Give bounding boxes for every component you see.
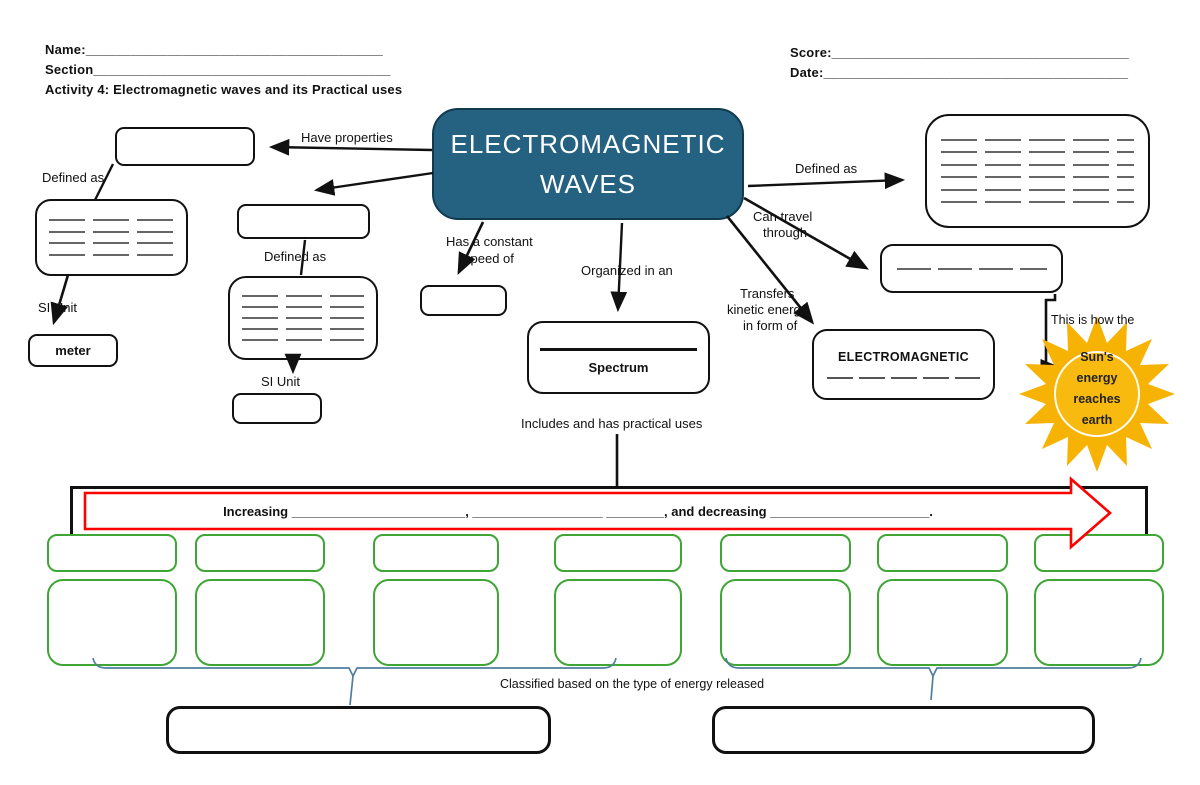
label-defined-as-mid: Defined as: [264, 249, 327, 264]
answer-box-property-2[interactable]: [237, 204, 370, 239]
label-defined-as-right: Defined as: [795, 161, 858, 176]
arrow-defined-as-right: [747, 172, 906, 190]
name-line: Name:___________________________________…: [45, 42, 383, 57]
si-unit-meter-box: meter: [28, 334, 118, 367]
spectrum-box[interactable]: Spectrum: [527, 321, 710, 394]
label-defined-as-left: Defined as: [42, 170, 105, 185]
electromagnetic-energy-label: ELECTROMAGNETIC: [838, 350, 969, 364]
em-wave-type-box-4[interactable]: [554, 534, 682, 572]
sun-caption: Sun's energy reaches earth: [1052, 347, 1142, 431]
si-unit-answer-box[interactable]: [232, 393, 322, 424]
definition-box-left[interactable]: [35, 199, 188, 276]
sun-caption-line1: Sun's: [1080, 350, 1114, 364]
em-wave-type-box-3[interactable]: [373, 534, 499, 572]
label-includes: Includes and has practical uses: [521, 416, 703, 431]
label-transfers-2: kinetic energy: [727, 302, 808, 317]
label-this-is-how: This is how the: [1051, 313, 1135, 327]
arrow-have-properties: [268, 138, 433, 156]
label-transfers-3: in form of: [743, 318, 798, 333]
em-wave-type-box-2[interactable]: [195, 534, 325, 572]
label-can-travel-2: through: [763, 225, 808, 240]
label-classified: Classified based on the type of energy r…: [500, 677, 765, 691]
arrow-to-property-2: [313, 171, 434, 196]
definition-box-middle[interactable]: [228, 276, 378, 360]
em-wave-use-box-2[interactable]: [195, 579, 325, 666]
electromagnetic-energy-blank-line: [827, 377, 980, 379]
central-node-title-line1: ELECTROMAGNETIC: [450, 128, 726, 159]
sun-caption-line3: reaches: [1073, 392, 1121, 406]
travel-medium-answer-box[interactable]: [880, 244, 1063, 293]
spectrum-label: Spectrum: [588, 360, 649, 375]
central-node-title-line2: WAVES: [539, 169, 636, 199]
label-has-constant-speed-2: speed of: [464, 251, 514, 266]
brace-left-tail: [349, 675, 354, 706]
date-line: Date:___________________________________…: [790, 65, 1129, 80]
score-line: Score:__________________________________…: [790, 45, 1129, 60]
label-can-travel-1: Can travel: [753, 209, 813, 224]
definition-box-right[interactable]: [925, 114, 1150, 228]
label-have-properties: Have properties: [301, 130, 393, 145]
central-node-electromagnetic-waves: ELECTROMAGNETIC WAVES: [432, 108, 744, 220]
em-wave-use-box-3[interactable]: [373, 579, 499, 666]
label-organized-in-an: Organized in an: [581, 263, 673, 278]
em-wave-type-box-6[interactable]: [877, 534, 1008, 572]
classification-box-1[interactable]: [166, 706, 551, 754]
electromagnetic-energy-box[interactable]: ELECTROMAGNETIC: [812, 329, 995, 400]
em-wave-type-box-7[interactable]: [1034, 534, 1164, 572]
sun-caption-line4: earth: [1081, 413, 1113, 427]
label-si-unit-mid: SI Unit: [261, 374, 301, 389]
increasing-banner-text: Increasing ________________________, ___…: [223, 503, 933, 519]
em-wave-type-box-5[interactable]: [720, 534, 851, 572]
label-transfers-1: Transfers: [740, 286, 795, 301]
label-has-constant-speed-1: Has a constant: [446, 234, 533, 249]
em-wave-use-box-4[interactable]: [554, 579, 682, 666]
spectrum-blank-line: [540, 348, 697, 351]
brace-right-tail: [930, 675, 934, 701]
em-wave-type-box-1[interactable]: [47, 534, 177, 572]
travel-medium-blank-line: [896, 267, 1047, 270]
speed-answer-box[interactable]: [420, 285, 507, 316]
em-wave-use-box-1[interactable]: [47, 579, 177, 666]
sun-caption-line2: energy: [1076, 371, 1118, 385]
classification-box-2[interactable]: [712, 706, 1095, 754]
activity-title: Activity 4: Electromagnetic waves and it…: [45, 82, 403, 97]
em-wave-use-box-6[interactable]: [877, 579, 1008, 666]
answer-box-property-1[interactable]: [115, 127, 255, 166]
em-wave-use-box-7[interactable]: [1034, 579, 1164, 666]
label-si-unit-left: SI Unit: [38, 300, 78, 315]
section-line: Section_________________________________…: [45, 62, 391, 77]
em-wave-use-box-5[interactable]: [720, 579, 851, 666]
